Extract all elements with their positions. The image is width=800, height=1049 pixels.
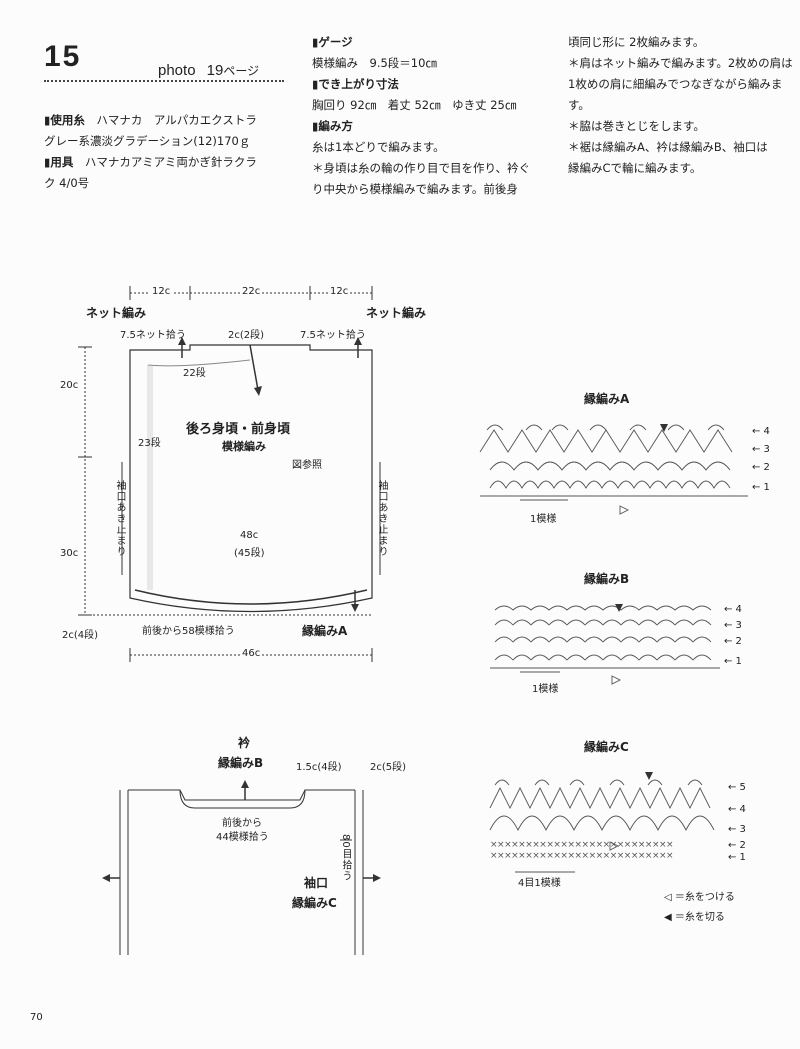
method-cont-7: 縁編みCで輪に編みます。 [568, 161, 702, 175]
size-text: 胸回り 92㎝ 着丈 52㎝ ゆき丈 25㎝ [312, 98, 517, 112]
pattern-number: 15 [44, 40, 82, 73]
photo-reference: photo 19ページ [158, 60, 259, 79]
chart-b-row-3: ← 3 [724, 620, 742, 631]
chart-a-row-4: ← 4 [752, 426, 770, 437]
chart-c-row-5: ← 5 [728, 782, 746, 793]
photo-label: photo [158, 62, 196, 79]
square-bullet-icon: ▮ [312, 35, 319, 49]
tool-line-1: ハマナカアミアミ両かぎ針ラクラ [84, 155, 257, 169]
method-cont-5: ＊脇は巻きとじをします。 [568, 119, 705, 133]
yarn-line-1: ハマナカ アルパカエクストラ [96, 113, 257, 127]
edge-a-label: 縁編みA [302, 624, 348, 638]
legend-cut: ◀ ＝糸を切る [664, 912, 725, 923]
instructions-column-2: 頃同じ形に 2枚編みます。 ＊肩はネット編みで編みます。2枚めの肩は 1枚めの肩… [568, 32, 800, 179]
hem-depth: 2c(4段) [62, 630, 99, 641]
photo-page: 19 [206, 62, 224, 79]
chart-a-repeat: 1模様 [530, 514, 557, 525]
method-cont-2: ＊肩はネット編みで編みます。2枚めの肩は [568, 56, 793, 70]
chart-c-title: 縁編みC [584, 740, 629, 754]
dim-top-mid: 22c [240, 286, 263, 297]
hem-pickup: 前後から58模様拾う [142, 626, 235, 637]
chart-a-row-3: ← 3 [752, 444, 770, 455]
chart-b-repeat: 1模様 [532, 684, 559, 695]
tool-line-2: ク 4/0号 [44, 176, 90, 190]
collar-pick-1: 前後から [222, 818, 262, 829]
rows-22: 22段 [183, 368, 206, 379]
cuff-pickup: 80目拾う [340, 834, 351, 882]
method-cont-1: 頃同じ形に 2枚編みます。 [568, 35, 705, 49]
cuff-depth: 2c(5段) [370, 762, 407, 773]
page-suffix: ページ [223, 64, 260, 78]
rows-23: 23段 [138, 438, 161, 449]
chart-a-row-2: ← 2 [752, 462, 770, 473]
cuff-title: 袖口 [304, 876, 329, 890]
see-chart: 図参照 [292, 460, 322, 471]
width-48: 48c [240, 530, 259, 541]
chart-a-row-1: ← 1 [752, 482, 770, 493]
cut-yarn-marker [660, 424, 668, 432]
edge-c-label: 縁編みC [292, 896, 337, 910]
method-heading: 編み方 [318, 119, 353, 133]
yarn-line-2: グレー系濃淡グラデーション(12)170ｇ [44, 134, 251, 148]
chart-c-row-3: ← 3 [728, 824, 746, 835]
collar-depth: 1.5c(4段) [296, 762, 342, 773]
center-top: 2c(2段) [228, 330, 265, 341]
rows-45: (45段) [234, 548, 265, 559]
page-number: 70 [30, 1012, 43, 1023]
pick-right: 7.5ネット拾う [300, 330, 366, 341]
edge-b-label: 縁編みB [218, 756, 264, 770]
legend-attach: ◁ ＝糸をつける [664, 892, 735, 903]
square-bullet-icon: ▮ [312, 77, 319, 91]
height-30: 30c [60, 548, 79, 559]
method-line-1: 糸は1本どりで編みます。 [312, 140, 445, 154]
chart-b-row-1: ← 1 [724, 656, 742, 667]
sleeve-stop-left: 袖口あき止まり [114, 480, 125, 557]
chart-c-row-2: ← 2 [728, 840, 746, 851]
square-bullet-icon: ▮ [44, 113, 51, 127]
square-bullet-icon: ▮ [312, 119, 319, 133]
materials-block: ▮使用糸 ハマナカ アルパカエクストラ グレー系濃淡グラデーション(12)170… [44, 110, 294, 194]
size-heading: でき上がり寸法 [318, 77, 399, 91]
single-crochet-row: ×××××××××××××××××××××××××× [490, 851, 674, 861]
square-bullet-icon: ▮ [44, 155, 51, 169]
method-line-3: り中央から模様編みで編みます。前後身 [312, 182, 518, 196]
chart-c-repeat: 4目1模様 [518, 878, 561, 889]
width-46: 46c [240, 648, 263, 659]
gauge-text: 模様編み 9.5段＝10㎝ [312, 56, 437, 70]
tool-heading: 用具 [50, 155, 74, 169]
net-stitch-left: ネット編み [86, 306, 147, 320]
body-title: 後ろ身頃・前身頃 [186, 422, 291, 437]
chart-b-title: 縁編みB [584, 572, 630, 586]
single-crochet-row: ×××××××××××××××××××××××××× [490, 840, 674, 850]
collar-pick-2: 44模様拾う [216, 832, 269, 843]
chart-a-title: 縁編みA [584, 392, 630, 406]
method-cont-4: す。 [568, 98, 590, 112]
pick-left: 7.5ネット拾う [120, 330, 186, 341]
net-stitch-right: ネット編み [366, 306, 427, 320]
sleeve-stop-right: 袖口あき止まり [376, 480, 387, 557]
chart-c-row-4: ← 4 [728, 804, 746, 815]
chart-b-row-4: ← 4 [724, 604, 742, 615]
chart-b-row-2: ← 2 [724, 636, 742, 647]
method-cont-6: ＊裾は縁編みA、衿は縁編みB、袖口は [568, 140, 768, 154]
dim-top-left: 12c [150, 286, 173, 297]
dim-top-right: 12c [328, 286, 351, 297]
gauge-heading: ゲージ [318, 35, 353, 49]
yarn-heading: 使用糸 [50, 113, 85, 127]
body-pattern: 模様編み [222, 440, 266, 453]
height-20: 20c [60, 380, 79, 391]
method-cont-3: 1枚めの肩に細編みでつなぎながら編みま [568, 77, 783, 91]
instructions-column-1: ▮ゲージ 模様編み 9.5段＝10㎝ ▮でき上がり寸法 胸回り 92㎝ 着丈 5… [312, 32, 560, 200]
method-line-2: ＊身頃は糸の輪の作り目で目を作り、衿ぐ [312, 161, 531, 175]
collar-title: 衿 [238, 736, 251, 750]
chart-c-row-1: ← 1 [728, 852, 746, 863]
header-dotted-rule [44, 80, 284, 82]
